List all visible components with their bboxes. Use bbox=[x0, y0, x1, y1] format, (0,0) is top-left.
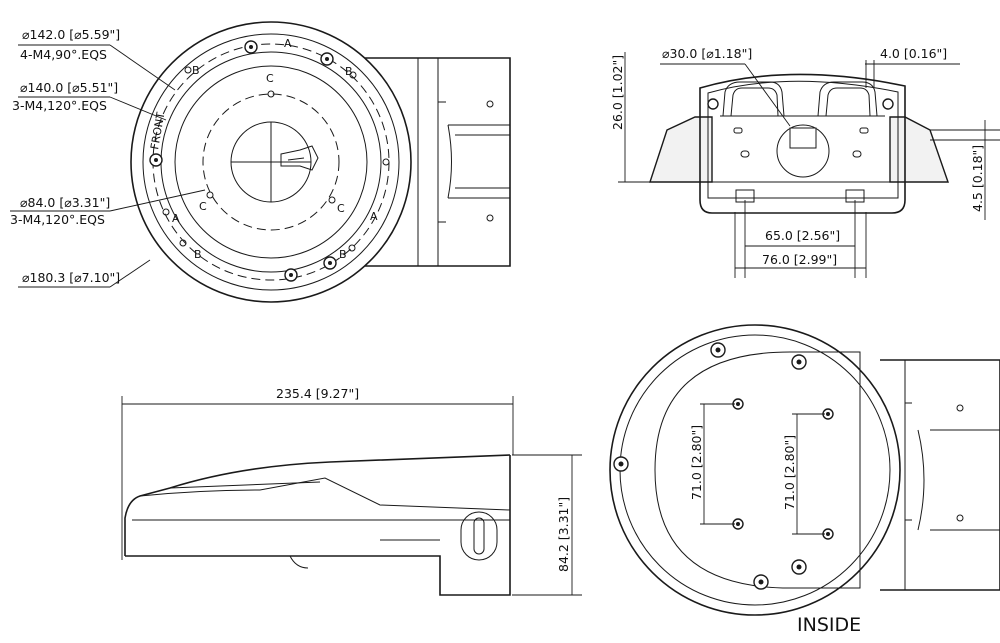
mark-a-right: A bbox=[370, 210, 378, 223]
label-d84-thread: 3-M4,120°.EQS bbox=[10, 212, 105, 227]
inside-caption: INSIDE bbox=[797, 614, 861, 636]
mark-b-bottom-left: B bbox=[194, 248, 202, 261]
mark-b-top-right: B bbox=[345, 65, 353, 78]
top-view: A B B C C C A A B B FRONT ⌀142.0 [⌀5.59"… bbox=[10, 21, 511, 303]
side-view: 235.4 [9.27"] 84.2 [3.31"] bbox=[121, 386, 582, 596]
mark-c-right: C bbox=[337, 202, 345, 215]
mark-a-left: A bbox=[172, 212, 180, 225]
label-d84: ⌀84.0 [⌀3.31"] bbox=[20, 195, 110, 210]
label-w4: 4.0 [0.16"] bbox=[880, 46, 947, 61]
mark-b-top-left: B bbox=[192, 64, 200, 77]
label-d30: ⌀30.0 [⌀1.18"] bbox=[662, 46, 752, 61]
mark-a-top: A bbox=[284, 37, 292, 50]
inside-view: 71.0 [2.80"] 71.0 [2.80"] INSIDE bbox=[609, 324, 1000, 636]
label-d140-thread: 3-M4,120°.EQS bbox=[12, 98, 107, 113]
label-height: 84.2 [3.31"] bbox=[556, 497, 571, 572]
mark-c-top: C bbox=[266, 72, 274, 85]
label-d140: ⌀140.0 [⌀5.51"] bbox=[20, 80, 118, 95]
label-d142: ⌀142.0 [⌀5.59"] bbox=[22, 27, 120, 42]
label-h26: 26.0 [1.02"] bbox=[610, 55, 625, 130]
mark-b-bottom-right: B bbox=[339, 248, 347, 261]
label-w76: 76.0 [2.99"] bbox=[762, 252, 837, 267]
label-w65: 65.0 [2.56"] bbox=[765, 228, 840, 243]
label-spacing-left: 71.0 [2.80"] bbox=[689, 425, 704, 500]
mark-c-left: C bbox=[199, 200, 207, 213]
end-view: ⌀30.0 [⌀1.18"] 4.0 [0.16"] 26.0 [1.02"] … bbox=[610, 46, 1000, 278]
label-d142-thread: 4-M4,90°.EQS bbox=[20, 47, 107, 62]
label-d180: ⌀180.3 [⌀7.10"] bbox=[22, 270, 120, 285]
label-h4-5: 4.5 [0.18"] bbox=[970, 145, 985, 212]
label-length: 235.4 [9.27"] bbox=[276, 386, 359, 401]
front-mark: FRONT bbox=[148, 111, 167, 151]
label-spacing-right: 71.0 [2.80"] bbox=[782, 435, 797, 510]
